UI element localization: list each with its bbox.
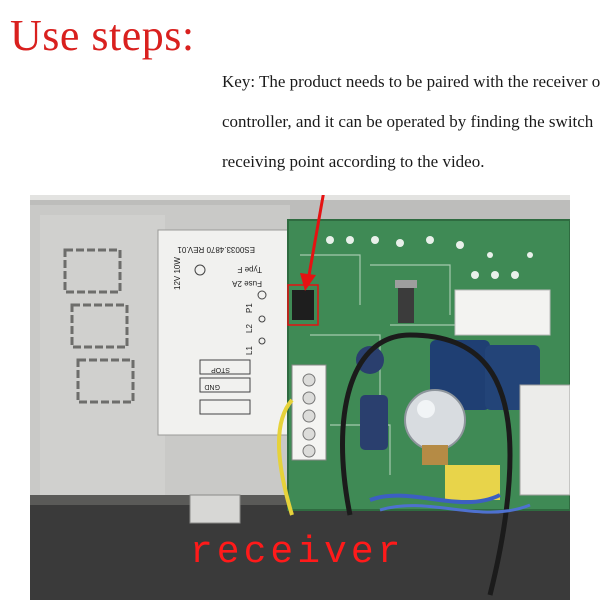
label-gnd: GND xyxy=(204,383,220,390)
label-l1: L1 xyxy=(245,346,254,355)
label-fuse-type: Type F xyxy=(237,265,262,274)
label-l2: L2 xyxy=(245,324,254,333)
key-line-1: Key: The product needs to be paired with… xyxy=(222,72,600,91)
key-line-2: controller, and it can be operated by fi… xyxy=(222,112,594,131)
label-p1: P1 xyxy=(245,303,254,313)
label-sheet: ES0033.4870 REV.01 12V 10W Type F Fuse 2… xyxy=(157,229,289,436)
receiver-caption: receiver xyxy=(190,531,405,574)
label-rating: 12V 10W xyxy=(173,257,182,290)
page-heading: Use steps: xyxy=(10,11,195,60)
receiver-photo: ES0033.4870 REV.01 12V 10W Type F Fuse 2… xyxy=(30,195,570,600)
key-line-3: receiving point according to the video. xyxy=(222,152,485,171)
key-instructions: Key: The product needs to be paired with… xyxy=(222,62,600,182)
label-fuse: Fuse 2A xyxy=(232,279,262,288)
label-part-number: ES0033.4870 REV.01 xyxy=(177,245,255,254)
label-stop: STOP xyxy=(211,366,230,373)
